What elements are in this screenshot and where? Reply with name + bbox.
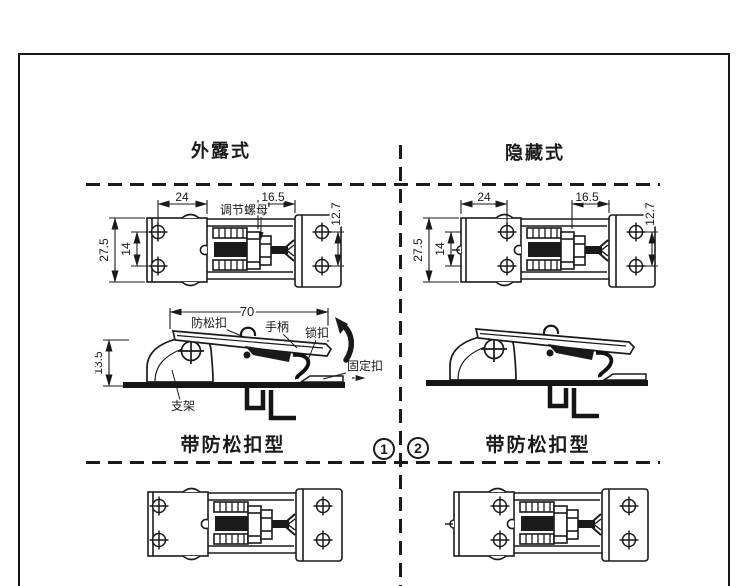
label-adjusting-nut: 调节螺母 (220, 203, 268, 217)
dim-16-5: 16.5 (261, 192, 285, 204)
latch-top-view-body (147, 215, 341, 288)
side-view-hidden (398, 296, 693, 431)
dim-70: 70 (240, 304, 254, 319)
variant-marker-1: 1 (373, 438, 395, 460)
edge-notch-icon (444, 519, 455, 529)
dimension-lines (423, 200, 658, 283)
dim-14: 14 (433, 242, 447, 256)
divider-horizontal-dashed-top (86, 183, 660, 186)
dim-24: 24 (175, 192, 189, 204)
top-view-hidden-dimensioned: 24 16.5 12.7 27.5 14 (409, 192, 659, 304)
latch-top-view-body (461, 215, 655, 288)
type-label-left: 带防松扣型 (180, 435, 286, 456)
dim-13-5: 13.5 (95, 351, 105, 375)
dimension-lines (109, 200, 344, 283)
dim-16-5: 16.5 (575, 192, 599, 204)
dim-12-7: 12.7 (643, 202, 657, 226)
dim-12-7: 12.7 (329, 202, 343, 226)
dim-27-5: 27.5 (97, 238, 111, 262)
edge-notch-icon (451, 245, 462, 255)
top-view-exposed-dimensioned: 24 16.5 12.7 27.5 14 调节螺母 (95, 192, 345, 304)
top-view-exposed-plain (96, 466, 351, 578)
leader-lines (171, 328, 366, 401)
label-bracket: 支架 (171, 399, 195, 413)
label-handle: 手柄 (265, 320, 289, 334)
divider-horizontal-dashed-bottom (86, 461, 660, 464)
type-label-right: 带防松扣型 (485, 435, 591, 456)
dim-24: 24 (477, 192, 491, 204)
drawing-border (18, 53, 730, 586)
dimension-lines (103, 308, 329, 387)
side-view-exposed-annotated: 70 13.5 防松扣 手柄 锁扣 固定扣 支架 (95, 302, 385, 433)
dim-14: 14 (119, 242, 133, 256)
divider-vertical-dashed (399, 145, 402, 586)
rotation-arrow-icon (335, 317, 354, 363)
latch-side-view-body (123, 328, 345, 418)
latch-top-view-body (148, 489, 342, 562)
label-fixing-clip: 固定扣 (347, 358, 383, 373)
panel-title-hidden: 隐藏式 (505, 143, 565, 163)
variant-marker-2: 2 (407, 437, 429, 459)
latch-top-view-body (454, 489, 648, 562)
label-latch: 锁扣 (305, 325, 329, 340)
panel-title-exposed: 外露式 (191, 141, 251, 161)
label-anti-loose-clip: 防松扣 (191, 315, 227, 330)
dim-27-5: 27.5 (411, 238, 425, 262)
latch-side-view-body (426, 326, 648, 416)
top-view-hidden-plain (444, 466, 657, 578)
